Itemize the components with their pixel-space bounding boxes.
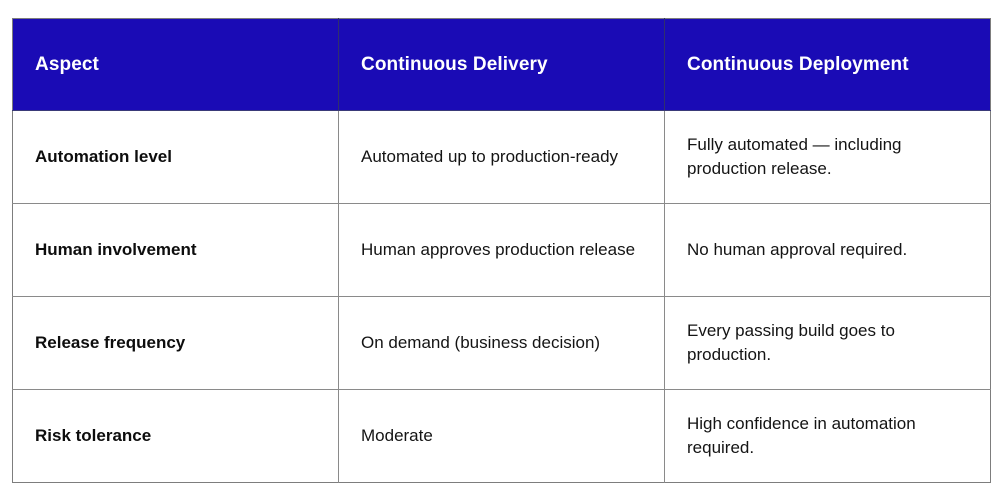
cell-continuous-deployment: No human approval required. — [664, 203, 991, 297]
cell-aspect-text: Automation level — [35, 146, 172, 166]
cell-aspect: Automation level — [12, 110, 339, 204]
cell-aspect-text: Release frequency — [35, 332, 186, 352]
cell-continuous-delivery: Automated up to production-ready — [338, 110, 665, 204]
cell-continuous-deployment-text: High confidence in automation required. — [687, 413, 916, 457]
cell-continuous-delivery: Moderate — [338, 389, 665, 483]
column-header-aspect: Aspect — [12, 18, 339, 111]
cell-continuous-deployment: Every passing build goes to production. — [664, 296, 991, 390]
cell-continuous-delivery-text: Human approves production release — [361, 239, 636, 259]
cell-aspect: Risk tolerance — [12, 389, 339, 483]
cell-continuous-deployment: High confidence in automation required. — [664, 389, 991, 483]
table-row: Automation level Automated up to product… — [12, 110, 991, 204]
table-row: Human involvement Human approves product… — [12, 203, 991, 297]
cell-continuous-delivery-text: Automated up to production-ready — [361, 146, 619, 166]
cell-aspect-text: Risk tolerance — [35, 425, 152, 445]
column-header-continuous-delivery: Continuous Delivery — [338, 18, 665, 111]
cell-aspect-text: Human involvement — [35, 239, 197, 259]
cell-continuous-deployment-text: Every passing build goes to production. — [687, 320, 895, 364]
table-header: Aspect Continuous Delivery Continuous De… — [12, 18, 991, 111]
cell-continuous-deployment-text: No human approval required. — [687, 239, 908, 259]
cell-continuous-delivery-text: On demand (business decision) — [361, 332, 601, 352]
cell-continuous-deployment: Fully automated — including production r… — [665, 111, 991, 204]
cell-continuous-delivery-text: Moderate — [361, 425, 433, 445]
cell-continuous-deployment-text: Fully automated — including production r… — [687, 134, 902, 178]
table-row: Risk tolerance Moderate High confidence … — [12, 389, 991, 483]
comparison-table-container: Aspect Continuous Delivery Continuous De… — [12, 18, 991, 483]
cell-aspect: Human involvement — [12, 203, 339, 297]
table-body: Automation level Automated up to product… — [12, 110, 991, 483]
cell-continuous-delivery: Human approves production release — [338, 203, 665, 297]
cell-aspect: Release frequency — [12, 296, 339, 390]
table-row: Release frequency On demand (business de… — [12, 296, 991, 390]
cell-continuous-delivery: On demand (business decision) — [338, 296, 665, 390]
table-header-row: Aspect Continuous Delivery Continuous De… — [12, 18, 991, 111]
column-header-continuous-deployment: Continuous Deployment — [664, 18, 991, 111]
comparison-table: Aspect Continuous Delivery Continuous De… — [12, 18, 991, 483]
